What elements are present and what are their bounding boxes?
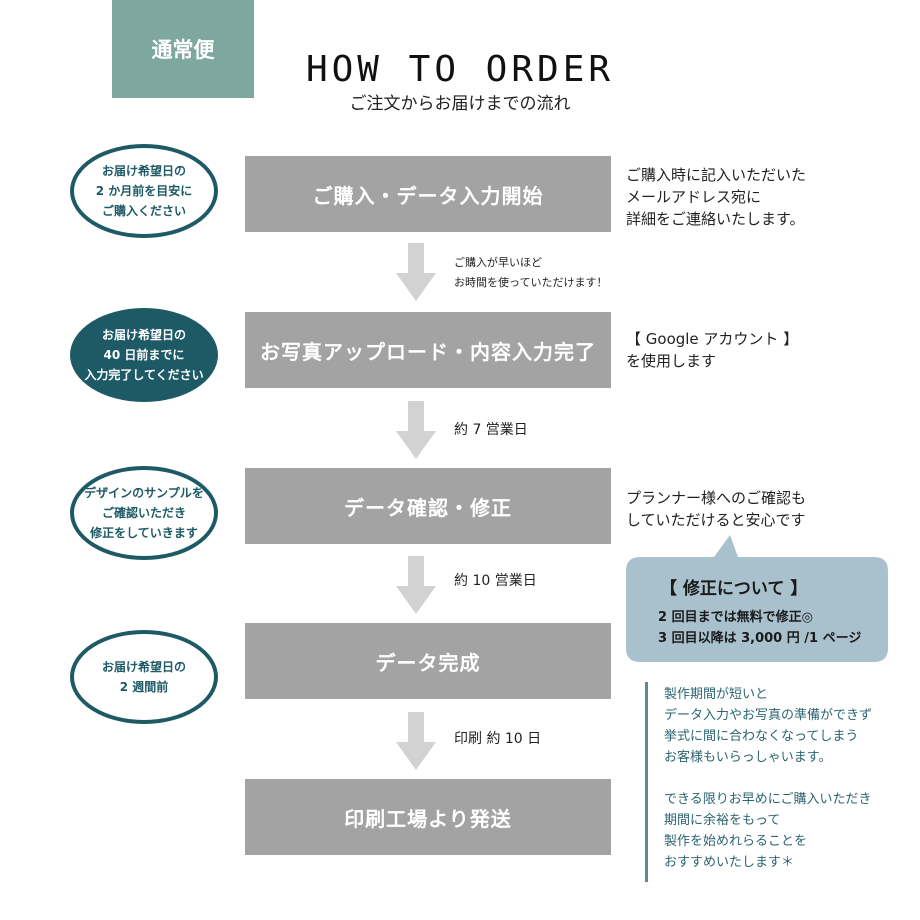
- page-subtitle: ご注文からお届けまでの流れ: [349, 94, 571, 114]
- side-note-rule: [645, 682, 648, 882]
- down-arrow-icon: [396, 243, 436, 301]
- step-data-complete: データ完成: [245, 623, 611, 699]
- revision-info-title: 【 修正について 】: [660, 579, 808, 599]
- revision-info-free: 2 回目までは無料で修正◎: [658, 610, 813, 625]
- step-data-review: データ確認・修正: [245, 468, 611, 544]
- arrow-label-7-days: 約 7 営業日: [454, 422, 528, 438]
- timing-ellipse-design-review: デザインのサンプルを ご確認いただき 修正をしていきます: [70, 466, 218, 560]
- delivery-type-badge: 通常便: [112, 0, 254, 98]
- step-photo-upload-complete: お写真アップロード・内容入力完了: [245, 312, 611, 388]
- note-email-contact: ご購入時に記入いただいた メールアドレス宛に 詳細をご連絡いたします。: [626, 166, 807, 228]
- page-title: HOW TO ORDER: [305, 49, 615, 90]
- step-shipping: 印刷工場より発送: [245, 779, 611, 855]
- timing-ellipse-input-deadline: お届け希望日の 40 日前までに 入力完了してください: [70, 308, 218, 402]
- arrow-label-print-10-days: 印刷 約 10 日: [454, 731, 542, 747]
- arrow-label-early-purchase: ご購入が早いほど お時間を使っていただけます！: [454, 256, 608, 289]
- timing-ellipse-completion: お届け希望日の 2 週間前: [70, 630, 218, 724]
- down-arrow-icon: [396, 712, 436, 770]
- side-note-recommendation: 製作期間が短いと データ入力やお写真の準備ができず 挙式に間に合わなくなってしま…: [664, 687, 873, 870]
- note-google-account: 【 Google アカウント 】 を使用します: [626, 330, 799, 370]
- arrow-label-10-days: 約 10 営業日: [454, 573, 537, 589]
- revision-info-paid: 3 回目以降は 3,000 円 /1 ページ: [658, 631, 862, 646]
- down-arrow-icon: [396, 556, 436, 614]
- step-purchase-start: ご購入・データ入力開始: [245, 156, 611, 232]
- timing-ellipse-purchase: お届け希望日の 2 か月前を目安に ご購入ください: [70, 144, 218, 238]
- revision-info-bubble: [626, 535, 888, 662]
- note-planner-check: プランナー様へのご確認も していただけると安心です: [626, 489, 807, 529]
- down-arrow-icon: [396, 401, 436, 459]
